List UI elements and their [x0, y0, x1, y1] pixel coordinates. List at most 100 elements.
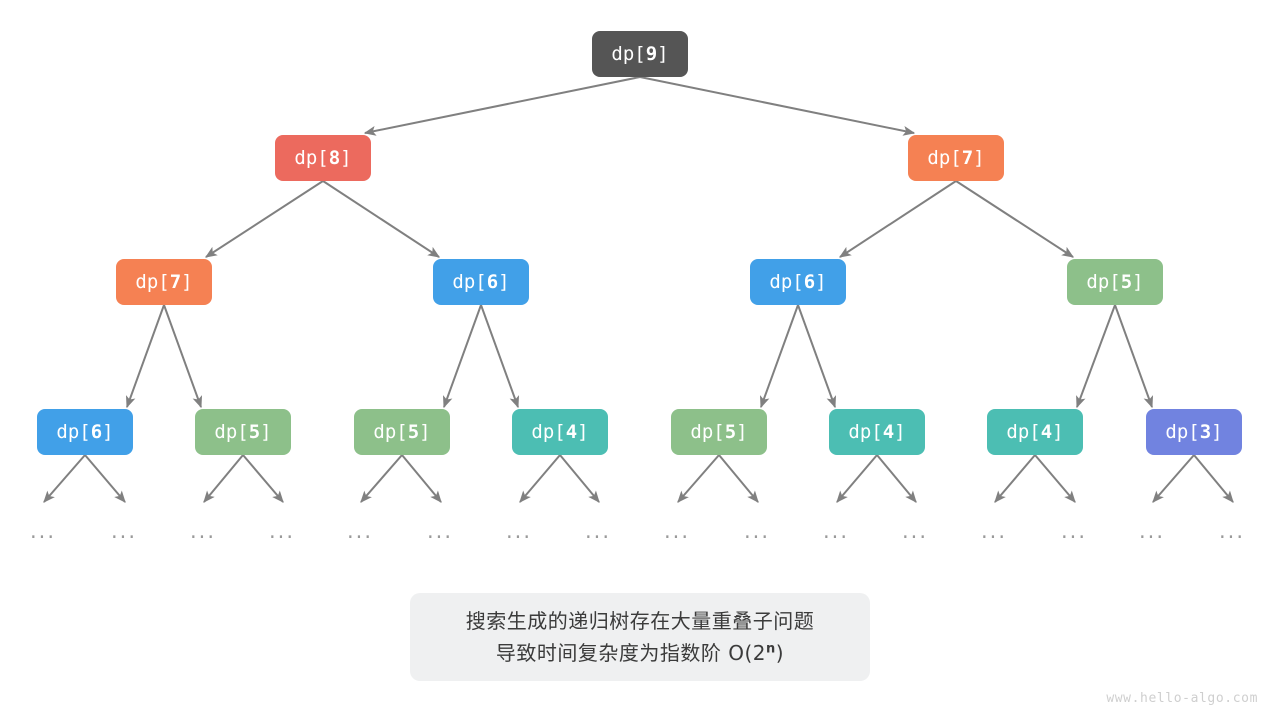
node-index: 5 — [407, 420, 420, 443]
leaf-stub-edge — [559, 454, 600, 503]
node-prefix: dp[ — [1086, 270, 1121, 293]
node-prefix: dp[ — [1006, 420, 1041, 443]
leaf-stub-edge — [43, 454, 86, 503]
caption-complexity-pre: 导致时间复杂度为指数阶 O(2 — [495, 641, 767, 665]
leaf-stub-edge — [1193, 454, 1234, 503]
node-index: 5 — [248, 420, 261, 443]
edge-n2-to-n6 — [955, 180, 1075, 258]
ellipsis-marker: ... — [902, 519, 929, 543]
tree-node-dp6: dp[6] — [37, 409, 133, 455]
tree-node-dp4: dp[4] — [512, 409, 608, 455]
ellipsis-marker: ... — [506, 519, 533, 543]
edge-n5-to-n12 — [797, 304, 837, 409]
tree-node-dp5: dp[5] — [354, 409, 450, 455]
ellipsis-marker: ... — [269, 519, 296, 543]
edge-n1-to-n4 — [322, 180, 441, 258]
node-suffix: ] — [657, 42, 669, 65]
leaf-stub-edge — [203, 454, 244, 503]
node-index: 3 — [1199, 420, 1212, 443]
node-index: 6 — [803, 270, 816, 293]
leaf-stub-edge — [677, 454, 720, 503]
edge-n2-to-n5 — [838, 180, 957, 258]
tree-node-dp3: dp[3] — [1146, 409, 1242, 455]
node-index: 7 — [169, 270, 182, 293]
node-index: 9 — [645, 42, 658, 65]
node-prefix: dp[ — [690, 420, 725, 443]
edge-n1-to-n3 — [204, 180, 324, 258]
leaf-stub-edge — [519, 454, 561, 503]
tree-node-dp4: dp[4] — [987, 409, 1083, 455]
node-suffix: ] — [260, 420, 272, 443]
node-suffix: ] — [973, 146, 985, 169]
node-suffix: ] — [1211, 420, 1223, 443]
node-prefix: dp[ — [531, 420, 566, 443]
node-prefix: dp[ — [769, 270, 804, 293]
node-prefix: dp[ — [373, 420, 408, 443]
tree-node-dp9: dp[9] — [592, 31, 688, 77]
node-index: 6 — [90, 420, 103, 443]
caption-complexity-post: ) — [775, 641, 785, 665]
leaf-stub-edge — [401, 454, 442, 503]
ellipsis-marker: ... — [981, 519, 1008, 543]
node-suffix: ] — [736, 420, 748, 443]
tree-node-dp5: dp[5] — [1067, 259, 1163, 305]
node-suffix: ] — [498, 270, 510, 293]
node-index: 8 — [328, 146, 341, 169]
node-prefix: dp[ — [214, 420, 249, 443]
node-suffix: ] — [894, 420, 906, 443]
ellipsis-marker: ... — [30, 519, 57, 543]
node-index: 4 — [1040, 420, 1053, 443]
tree-node-dp6: dp[6] — [750, 259, 846, 305]
node-prefix: dp[ — [294, 146, 329, 169]
ellipsis-marker: ... — [111, 519, 138, 543]
leaf-stub-edge — [84, 454, 126, 503]
leaf-stub-edge — [360, 454, 403, 503]
caption-line-1: 搜索生成的递归树存在大量重叠子问题 — [465, 609, 815, 633]
node-suffix: ] — [102, 420, 114, 443]
ellipsis-marker: ... — [1061, 519, 1088, 543]
ellipsis-marker: ... — [1219, 519, 1246, 543]
tree-node-dp4: dp[4] — [829, 409, 925, 455]
node-suffix: ] — [181, 270, 193, 293]
edge-n6-to-n14 — [1114, 304, 1154, 409]
leaf-stub-edge — [1034, 454, 1076, 503]
caption-complexity-exponent: n — [766, 641, 776, 657]
ellipsis-marker: ... — [585, 519, 612, 543]
leaf-stub-edge — [1152, 454, 1195, 503]
node-suffix: ] — [1132, 270, 1144, 293]
leaf-stub-edges — [43, 454, 1234, 503]
node-prefix: dp[ — [927, 146, 962, 169]
node-index: 5 — [724, 420, 737, 443]
leaf-stub-edge — [836, 454, 878, 503]
ellipsis-marker: ... — [427, 519, 454, 543]
edge-n3-to-n7 — [125, 304, 165, 409]
node-prefix: dp[ — [135, 270, 170, 293]
node-suffix: ] — [1052, 420, 1064, 443]
ellipsis-marker: ... — [190, 519, 217, 543]
tree-node-dp7: dp[7] — [908, 135, 1004, 181]
edge-n4-to-n9 — [442, 304, 482, 409]
node-index: 5 — [1120, 270, 1133, 293]
node-index: 4 — [882, 420, 895, 443]
tree-node-dp6: dp[6] — [433, 259, 529, 305]
ellipsis-marker: ... — [823, 519, 850, 543]
tree-node-dp7: dp[7] — [116, 259, 212, 305]
node-prefix: dp[ — [452, 270, 487, 293]
node-suffix: ] — [419, 420, 431, 443]
caption-box: 搜索生成的递归树存在大量重叠子问题 导致时间复杂度为指数阶 O(2n) — [410, 593, 870, 681]
tree-edges — [125, 76, 1154, 409]
leaf-stub-edge — [994, 454, 1036, 503]
edge-n5-to-n11 — [759, 304, 799, 409]
node-prefix: dp[ — [1165, 420, 1200, 443]
caption-line-2: 导致时间复杂度为指数阶 O(2n) — [496, 637, 784, 669]
node-suffix: ] — [340, 146, 352, 169]
node-suffix: ] — [815, 270, 827, 293]
node-index: 7 — [961, 146, 974, 169]
ellipsis-marker: ... — [744, 519, 771, 543]
edge-n0-to-n1 — [363, 76, 641, 136]
node-prefix: dp[ — [611, 42, 646, 65]
node-index: 4 — [565, 420, 578, 443]
node-suffix: ] — [577, 420, 589, 443]
node-prefix: dp[ — [848, 420, 883, 443]
